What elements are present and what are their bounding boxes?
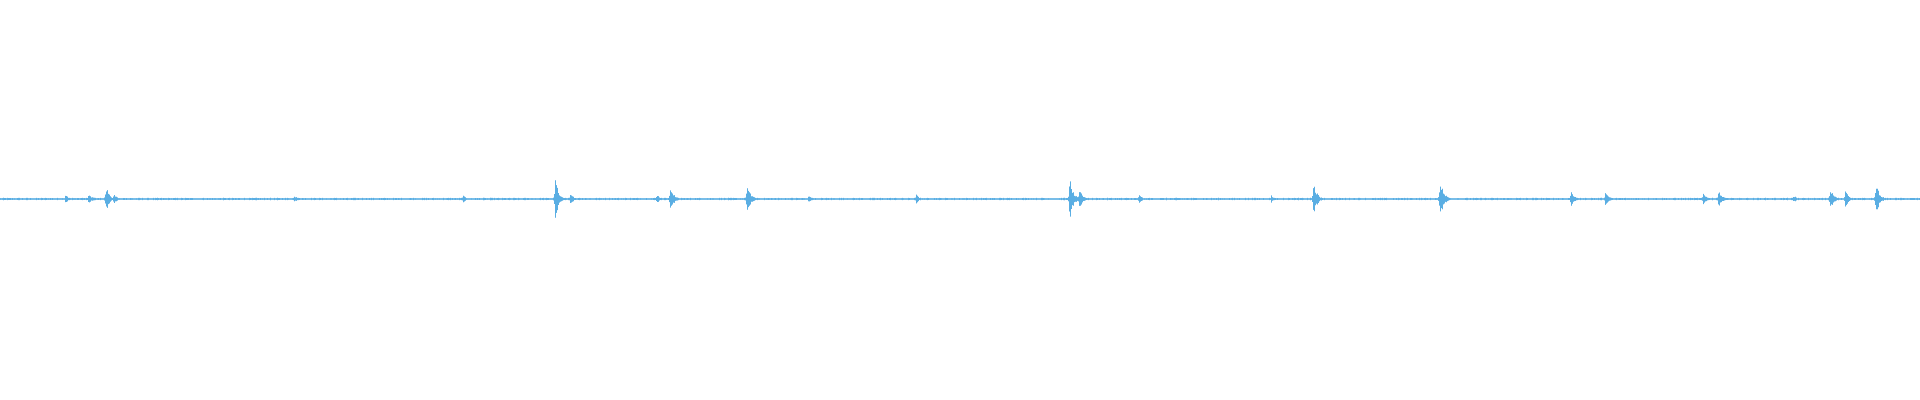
waveform-path — [0, 180, 1920, 218]
waveform-samples — [0, 180, 1920, 218]
